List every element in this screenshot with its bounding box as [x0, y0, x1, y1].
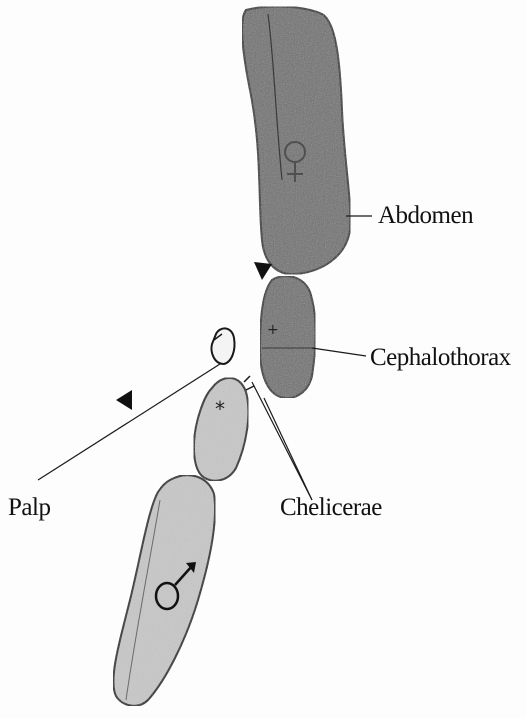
label-palp: Palp: [8, 494, 50, 522]
male-palp: [212, 328, 235, 364]
arrowhead-icon-upper: [254, 262, 272, 280]
arrowhead-icon-left: [116, 390, 132, 410]
chelicerae-leader-2: [264, 398, 312, 500]
cephalothorax-leader: [312, 348, 366, 356]
label-cephalothorax: Cephalothorax: [370, 344, 511, 372]
chelicerae-leader-1: [252, 382, 312, 500]
female-abdomen: [242, 7, 350, 275]
asterisk-mark: *: [215, 397, 225, 421]
plus-mark: +: [267, 322, 279, 338]
label-abdomen: Abdomen: [378, 202, 473, 230]
male-cephalothorax: [194, 378, 248, 481]
palp-leader: [38, 364, 220, 480]
label-chelicerae: Chelicerae: [280, 494, 382, 522]
male-abdomen: [113, 475, 215, 706]
